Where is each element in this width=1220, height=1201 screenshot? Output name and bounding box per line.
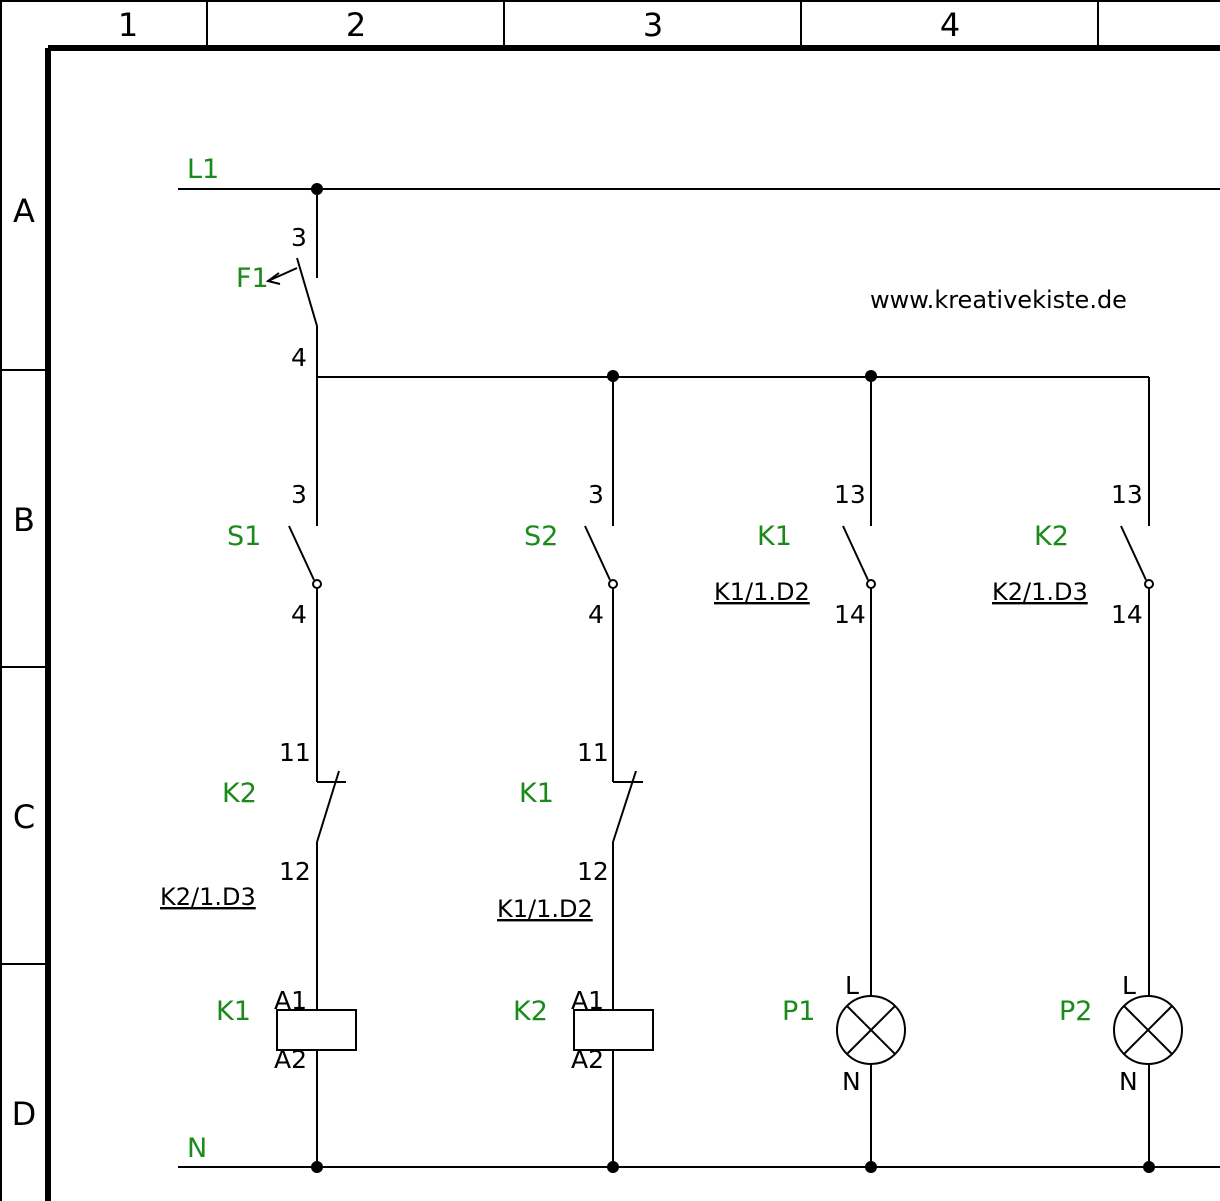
f1-terminal-3: 3 [291, 223, 307, 252]
s2-terminal-3: 3 [588, 480, 604, 509]
distribution-bus [317, 370, 1150, 526]
column-label-4: 4 [940, 6, 960, 44]
k1-coil-a1: A1 [274, 986, 307, 1015]
k1-nc-terminal-11: 11 [577, 738, 609, 767]
k2-no-label: K2 [1034, 521, 1069, 552]
k2-coil-a1: A1 [571, 986, 604, 1015]
n-label: N [187, 1133, 207, 1164]
p2-label: P2 [1059, 996, 1092, 1027]
s2-terminal-4: 4 [588, 600, 604, 629]
k1-nc-label: K1 [519, 778, 554, 809]
k2-no-terminal-14: 14 [1111, 600, 1143, 629]
k2-nc-terminal-12: 12 [279, 857, 311, 886]
k2-nc-label: K2 [222, 778, 257, 809]
column-label-1: 1 [118, 6, 138, 44]
branch-3-wiring [836, 377, 906, 1173]
s2-label: S2 [524, 521, 558, 552]
branch-4-wiring [1113, 525, 1183, 1173]
s1-label: S1 [227, 521, 261, 552]
p2-terminal-n: N [1119, 1067, 1138, 1096]
website-text: www.kreativekiste.de [870, 286, 1127, 314]
k1-no-reference: K1/1.D2 [714, 578, 810, 606]
k2-coil-label: K2 [513, 996, 548, 1027]
fuse-f1 [265, 183, 323, 377]
l1-label: L1 [187, 154, 219, 185]
f1-terminal-4: 4 [291, 343, 307, 372]
k1-nc-reference: K1/1.D2 [497, 895, 593, 923]
k1-nc-terminal-12: 12 [577, 857, 609, 886]
p1-label: P1 [782, 996, 815, 1027]
branch-2-wiring [573, 377, 654, 1173]
column-label-3: 3 [643, 6, 663, 44]
row-label-c: C [13, 798, 35, 836]
p1-terminal-l: L [845, 971, 859, 1000]
column-label-2: 2 [346, 6, 366, 44]
k1-no-terminal-13: 13 [834, 480, 866, 509]
s1-terminal-4: 4 [291, 600, 307, 629]
p1-terminal-n: N [842, 1067, 861, 1096]
s1-terminal-3: 3 [291, 480, 307, 509]
k2-coil-a2: A2 [571, 1045, 604, 1074]
k2-no-reference: K2/1.D3 [992, 578, 1088, 606]
f1-label: F1 [236, 263, 269, 294]
branch-1-wiring [276, 377, 357, 1173]
p2-terminal-l: L [1122, 971, 1136, 1000]
k1-coil-label: K1 [216, 996, 251, 1027]
k2-no-terminal-13: 13 [1111, 480, 1143, 509]
row-label-b: B [13, 501, 35, 539]
k1-no-terminal-14: 14 [834, 600, 866, 629]
row-label-d: D [12, 1095, 37, 1133]
k2-nc-reference: K2/1.D3 [160, 883, 256, 911]
k1-no-label: K1 [757, 521, 792, 552]
k2-nc-terminal-11: 11 [279, 738, 311, 767]
k1-coil-a2: A2 [274, 1045, 307, 1074]
row-label-a: A [13, 192, 35, 230]
